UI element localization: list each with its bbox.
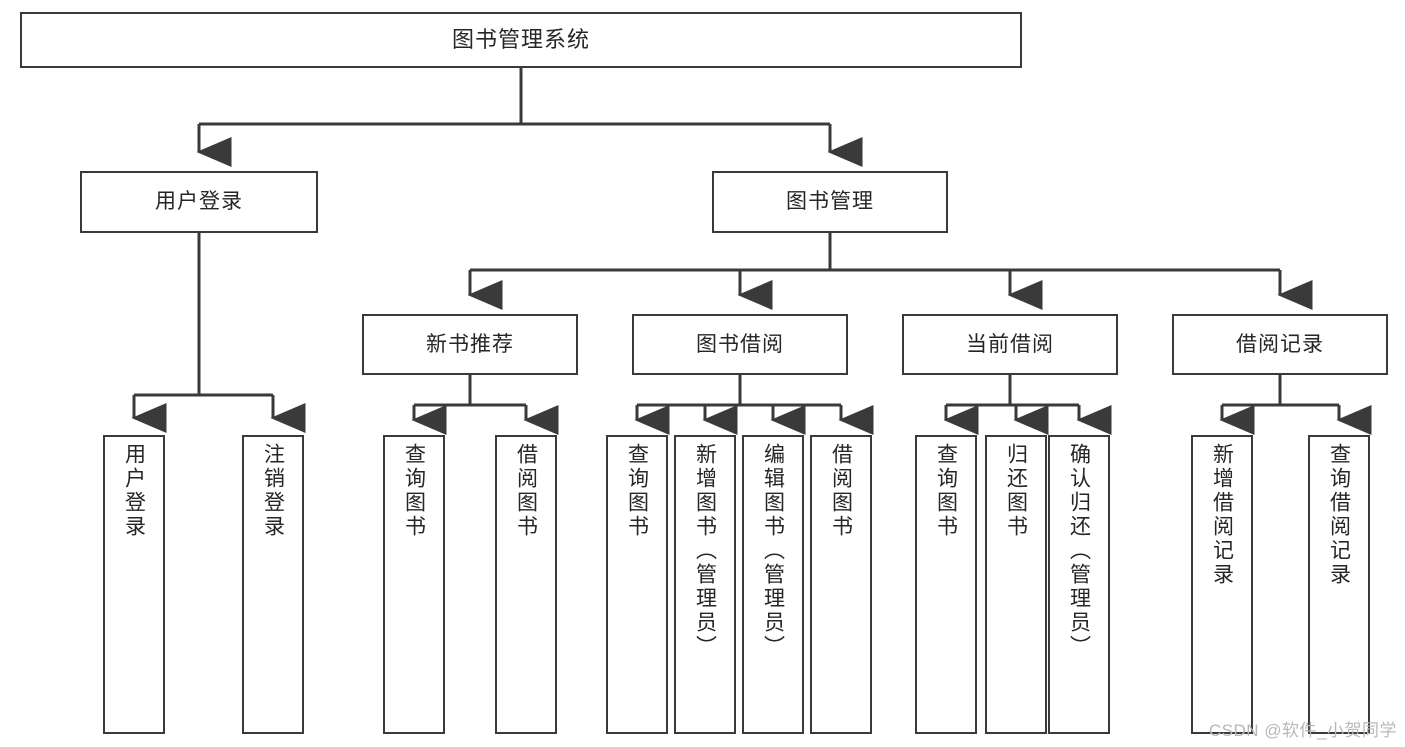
node-label: 注销登录 xyxy=(261,443,285,539)
node-label: 查询借阅记录 xyxy=(1327,443,1351,587)
node-user-login[interactable]: 用户登录 xyxy=(80,171,318,233)
node-label: 借阅图书 xyxy=(514,443,538,539)
leaf-add-borrow-record[interactable]: 新增借阅记录 xyxy=(1191,435,1253,734)
node-book-borrowing[interactable]: 图书借阅 xyxy=(632,314,848,375)
edges-borrowrecord-to-leaves xyxy=(1219,375,1372,435)
node-label: 当前借阅 xyxy=(966,332,1054,356)
node-label: 借阅图书 xyxy=(829,443,853,539)
node-label: 归还图书 xyxy=(1004,443,1028,539)
node-label: 查询图书 xyxy=(625,443,649,539)
leaf-add-book-admin[interactable]: 新增图书（管理员） xyxy=(674,435,736,734)
node-root-system[interactable]: 图书管理系统 xyxy=(20,12,1022,68)
edges-bookborrow-to-leaves xyxy=(634,375,874,435)
leaf-query-borrow-record[interactable]: 查询借阅记录 xyxy=(1308,435,1370,734)
edges-newbook-to-leaves xyxy=(411,375,559,435)
edges-userlogin-to-leaves xyxy=(131,233,306,433)
node-label: 图书借阅 xyxy=(696,332,784,356)
watermark-text: CSDN @软件_小贺同学 xyxy=(1208,721,1397,740)
node-label: 确认归还（管理员） xyxy=(1067,443,1091,659)
node-label: 编辑图书（管理员） xyxy=(761,443,785,659)
leaf-borrow-book-borrow[interactable]: 借阅图书 xyxy=(810,435,872,734)
leaf-edit-book-admin[interactable]: 编辑图书（管理员） xyxy=(742,435,804,734)
node-new-book-recommendation[interactable]: 新书推荐 xyxy=(362,314,578,375)
leaf-borrow-book-newbook[interactable]: 借阅图书 xyxy=(495,435,557,734)
node-label: 新增借阅记录 xyxy=(1210,443,1234,587)
node-label: 图书管理系统 xyxy=(451,26,590,52)
node-label: 用户登录 xyxy=(155,190,243,214)
leaf-logout[interactable]: 注销登录 xyxy=(242,435,304,734)
node-label: 图书管理 xyxy=(786,190,874,214)
leaf-query-book-newbook[interactable]: 查询图书 xyxy=(383,435,445,734)
leaf-return-book[interactable]: 归还图书 xyxy=(985,435,1047,734)
node-label: 新增图书（管理员） xyxy=(693,443,717,659)
node-book-management[interactable]: 图书管理 xyxy=(712,171,948,233)
leaf-query-book-borrow[interactable]: 查询图书 xyxy=(606,435,668,734)
node-label: 查询图书 xyxy=(934,443,958,539)
node-label: 新书推荐 xyxy=(426,332,514,356)
edges-currentborrow-to-leaves xyxy=(943,375,1112,435)
node-current-borrowing[interactable]: 当前借阅 xyxy=(902,314,1118,375)
node-borrowing-records[interactable]: 借阅记录 xyxy=(1172,314,1388,375)
node-label: 用户登录 xyxy=(122,443,146,539)
leaf-confirm-return-admin[interactable]: 确认归还（管理员） xyxy=(1048,435,1110,734)
node-label: 查询图书 xyxy=(402,443,426,539)
edges-root-to-level2 xyxy=(196,68,863,167)
leaf-user-login[interactable]: 用户登录 xyxy=(103,435,165,734)
edges-bookmanage-to-level3 xyxy=(467,232,1313,310)
leaf-query-book-current[interactable]: 查询图书 xyxy=(915,435,977,734)
node-label: 借阅记录 xyxy=(1236,332,1324,356)
